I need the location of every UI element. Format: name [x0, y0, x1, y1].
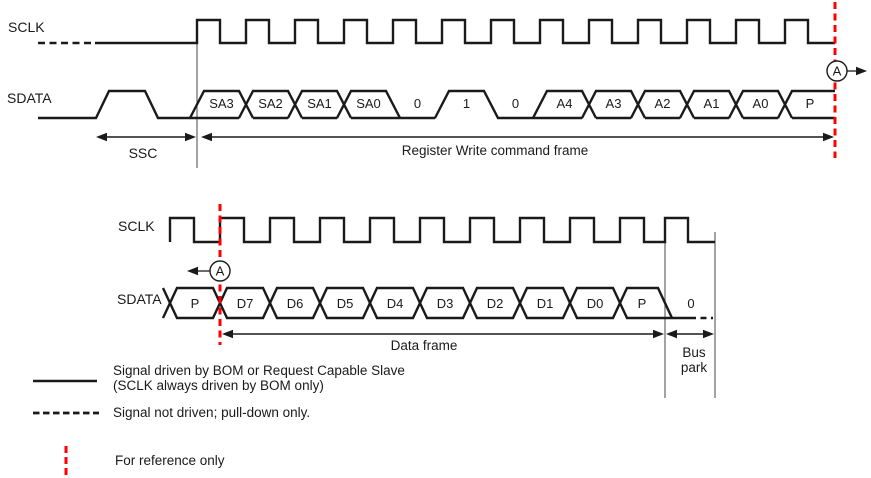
top-bit-label: 0: [414, 96, 421, 111]
bottom-bit-label: D5: [337, 296, 354, 311]
connector-arrow-icon: [856, 66, 867, 76]
bottom-bit-label: D1: [537, 296, 554, 311]
bottom-sclk-wave: [168, 216, 715, 244]
legend-driven-text-line2: (SCLK always driven by BOM only): [113, 378, 324, 393]
register-write-frame-arrow-left-arrowhead-icon: [201, 132, 212, 142]
register-write-frame-arrow-right-arrowhead-icon: [823, 132, 834, 142]
ssc-caption: SSC: [129, 145, 158, 161]
legend-driven-text-line1: Signal driven by BOM or Request Capable …: [113, 363, 405, 378]
bus-park-arrow-right-arrowhead-icon: [703, 329, 714, 339]
top-bit-label: A1: [704, 96, 720, 111]
top-sclk-signal-label: SCLK: [8, 19, 45, 35]
top-bit-label: P: [806, 96, 815, 111]
top-bit-label: 1: [463, 96, 470, 111]
top-bit-label: SA0: [356, 96, 381, 111]
data-frame-caption: Data frame: [391, 338, 458, 353]
top-bit-label: A2: [655, 96, 671, 111]
bottom-sdata-wave-b: [161, 286, 690, 320]
top-bit-label: SA3: [209, 96, 234, 111]
data-frame-arrow-left-arrowhead-icon: [222, 329, 233, 339]
ssc-arrow-right-arrowhead-icon: [185, 132, 196, 142]
bottom-bit-label: 0: [687, 296, 694, 311]
bottom-sclk-signal-label: SCLK: [118, 218, 155, 234]
top-sdata-signal-label: SDATA: [7, 90, 52, 106]
bottom-bit-label: D3: [437, 296, 454, 311]
connector-a-label: A: [833, 64, 842, 79]
top-bit-label: A0: [753, 96, 769, 111]
connector-arrow-icon: [187, 266, 198, 276]
top-diagram: SA3 SA2 SA1 SA0 0 1 0 A4 A3 A2 A1 A0 P SCLK SDATA SSC Re…: [7, 2, 867, 168]
register-write-frame-caption: Register Write command frame: [402, 143, 589, 158]
top-sdata-wave: [38, 89, 835, 120]
bottom-bit-label: P: [638, 296, 647, 311]
legend-reference-text: For reference only: [115, 453, 225, 468]
connector-a-circle: [209, 260, 231, 282]
bottom-bit-label: P: [191, 296, 200, 311]
bottom-bit-label: D7: [237, 296, 254, 311]
bus-park-arrow-left-arrowhead-icon: [666, 329, 677, 339]
top-sclk-wave: [95, 18, 835, 45]
bottom-bit-label: D4: [387, 296, 404, 311]
legend-not-driven-text: Signal not driven; pull-down only.: [113, 405, 310, 420]
top-bit-label: A4: [557, 96, 573, 111]
bottom-diagram: P D7 D6 D5 D4 D3 D2 D1 D0 P 0 SCLK SDATA Data frame Bu…: [117, 204, 716, 398]
bottom-bit-label: D0: [587, 296, 604, 311]
top-bit-label: 0: [512, 96, 519, 111]
legend: Signal driven by BOM or Request Capable …: [33, 363, 405, 475]
data-frame-arrow-right-arrowhead-icon: [653, 329, 664, 339]
top-bit-label: A3: [606, 96, 622, 111]
top-bit-label: SA2: [258, 96, 283, 111]
bottom-sdata-signal-label: SDATA: [117, 291, 162, 307]
bus-park-caption-line1: Bus: [682, 345, 706, 360]
connector-a-label: A: [216, 264, 225, 279]
ssc-arrow-left-arrowhead-icon: [96, 132, 107, 142]
connector-a-circle: [826, 60, 848, 82]
bottom-bit-label: D2: [487, 296, 504, 311]
bottom-bit-label: D6: [287, 296, 304, 311]
bus-park-caption-line2: park: [681, 360, 708, 375]
top-bit-label: SA1: [307, 96, 332, 111]
